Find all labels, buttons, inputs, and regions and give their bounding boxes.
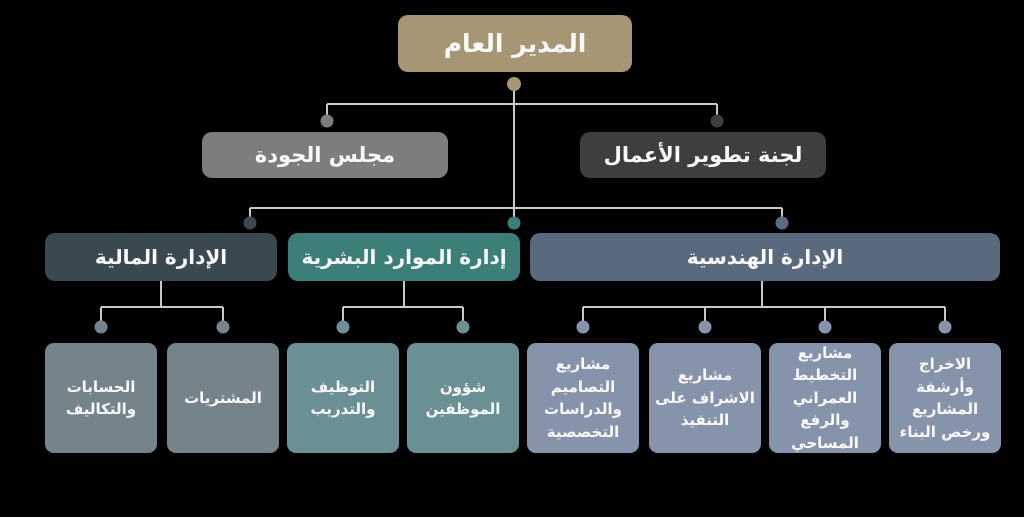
node-hr-department[interactable]: إدارة الموارد البشرية xyxy=(288,233,520,281)
node-general-manager[interactable]: المدير العام xyxy=(398,15,632,72)
engineering-dot xyxy=(775,216,789,230)
supervision-projects-dot xyxy=(698,320,712,334)
node-implementation-supervision-projects[interactable]: مشاريع الاشراف على التنفيذ xyxy=(649,343,761,453)
node-finance-department[interactable]: الإدارة المالية xyxy=(45,233,277,281)
recruitment-dot xyxy=(336,320,350,334)
node-urban-planning-surveying-projects[interactable]: مشاريع التخطيط العمراني والرفع المساحي xyxy=(769,343,881,453)
archiving-permits-dot xyxy=(938,320,952,334)
accounts-dot xyxy=(94,320,108,334)
business-dev-dot xyxy=(710,114,724,128)
node-engineering-department[interactable]: الإدارة الهندسية xyxy=(530,233,1000,281)
root-dot xyxy=(507,77,521,91)
node-archiving-building-permits[interactable]: الاخراج وأرشفة المشاريع ورخص البناء xyxy=(889,343,1001,453)
design-projects-dot xyxy=(576,320,590,334)
hr-dot xyxy=(507,216,521,230)
purchases-dot xyxy=(216,320,230,334)
quality-council-dot xyxy=(320,114,334,128)
node-recruitment-training[interactable]: التوظيف والتدريب xyxy=(287,343,399,453)
employee-affairs-dot xyxy=(456,320,470,334)
node-employee-affairs[interactable]: شؤون الموظفين xyxy=(407,343,519,453)
node-quality-council[interactable]: مجلس الجودة xyxy=(202,132,448,178)
node-design-studies-projects[interactable]: مشاريع التصاميم والدراسات التخصصية xyxy=(527,343,639,453)
finance-dot xyxy=(243,216,257,230)
node-business-development-committee[interactable]: لجنة تطوير الأعمال xyxy=(580,132,826,178)
planning-projects-dot xyxy=(818,320,832,334)
node-purchases[interactable]: المشتريات xyxy=(167,343,279,453)
node-accounts-and-costs[interactable]: الحسابات والتكاليف xyxy=(45,343,157,453)
